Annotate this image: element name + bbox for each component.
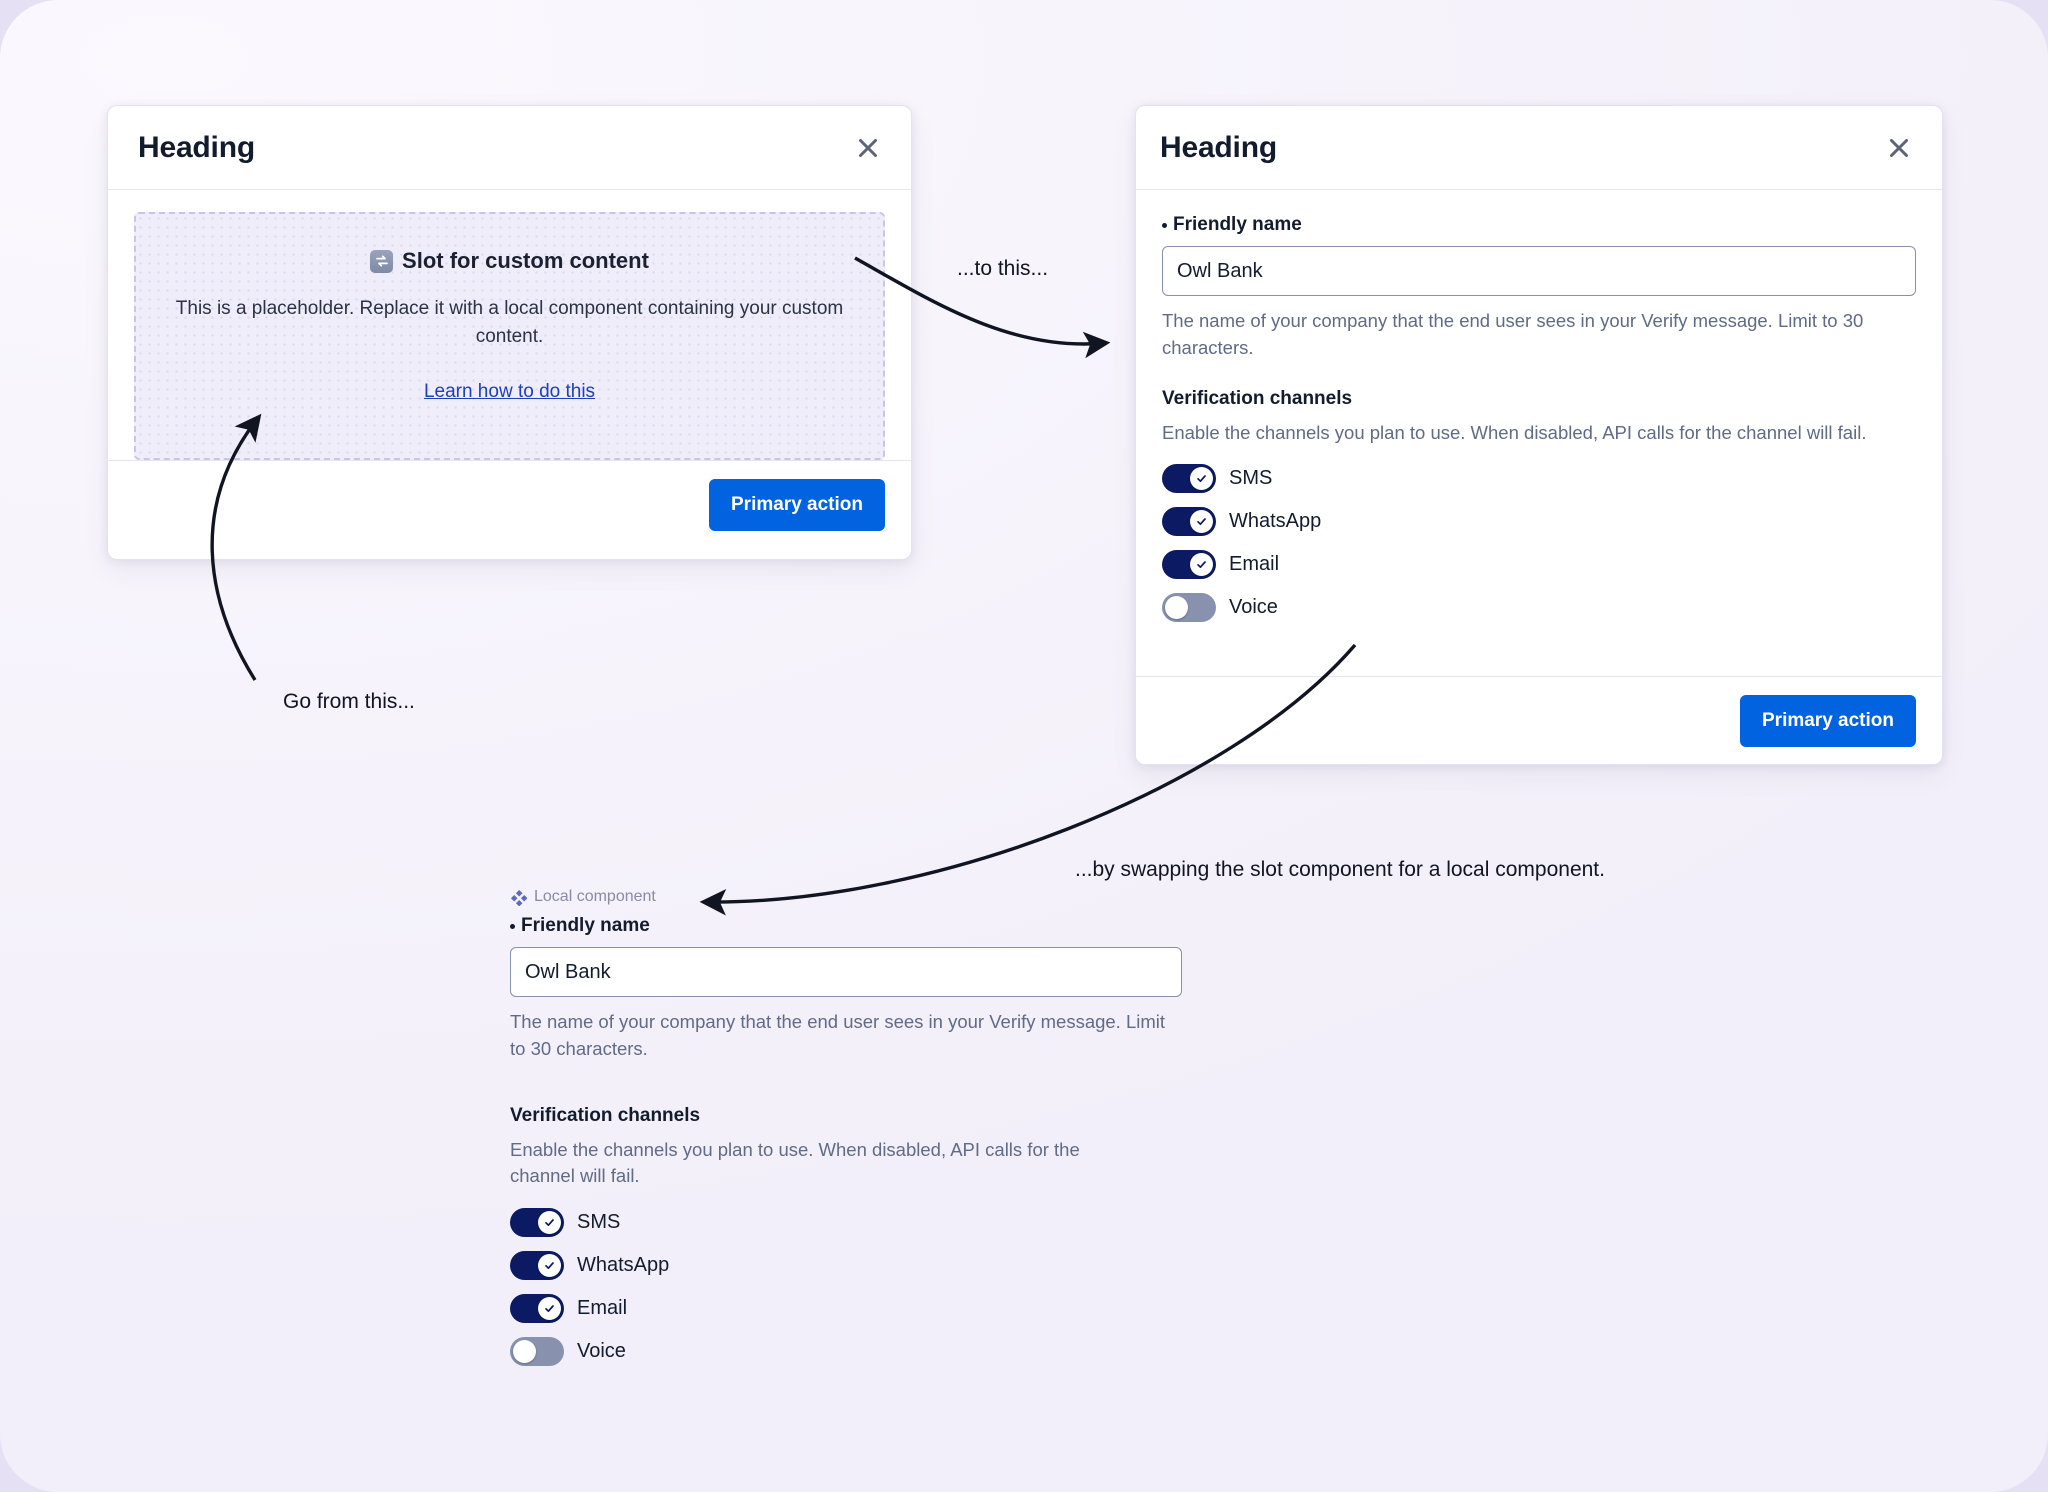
local-component-section: Local component Friendly name The name o… (510, 888, 1190, 1380)
toggle-whatsapp[interactable] (510, 1251, 564, 1281)
toggle-sms[interactable] (1162, 464, 1216, 494)
local-component-badge: Local component (510, 888, 1190, 906)
toggle-knob (538, 1254, 561, 1278)
check-icon (545, 1305, 554, 1313)
form-card-title: Heading (1160, 130, 1277, 164)
toggle-knob (538, 1211, 561, 1235)
slot-title: Slot for custom content (402, 248, 649, 273)
check-icon (1197, 561, 1206, 569)
verification-channels-title: Verification channels (1162, 387, 1353, 409)
toggle-label: Email (577, 1297, 628, 1320)
annotation-go-from-this: Go from this... (283, 690, 415, 713)
swap-component-icon (370, 249, 394, 273)
verification-channels-description: Enable the channels you plan to use. Whe… (510, 1138, 1080, 1187)
primary-action-button[interactable]: Primary action (709, 478, 885, 531)
friendly-name-label: Friendly name (1162, 214, 1916, 236)
channel-row-sms[interactable]: SMS (1162, 464, 1916, 494)
toggle-sms[interactable] (510, 1208, 564, 1238)
toggle-whatsapp[interactable] (1162, 507, 1216, 537)
friendly-name-label-text: Friendly name (1173, 214, 1302, 235)
friendly-name-label-text: Friendly name (521, 915, 650, 936)
toggle-voice[interactable] (1162, 593, 1216, 623)
annotation-to-this: ...to this... (957, 257, 1049, 280)
friendly-name-input[interactable] (1162, 246, 1916, 296)
slot-card-footer: Primary action (108, 460, 911, 548)
slot-card-title: Heading (138, 130, 255, 164)
toggle-knob (1190, 510, 1213, 534)
friendly-name-label: Friendly name (510, 915, 1190, 937)
annotation-by-swapping: ...by swapping the slot component for a … (1075, 858, 1605, 881)
toggle-knob (513, 1340, 536, 1364)
slot-card-body: Slot for custom content This is a placeh… (108, 190, 911, 460)
channel-row-whatsapp[interactable]: WhatsApp (1162, 507, 1916, 537)
component-diamond-icon (510, 889, 527, 906)
toggle-voice[interactable] (510, 1337, 564, 1367)
channel-row-sms[interactable]: SMS (510, 1208, 1190, 1238)
toggle-label: Email (1229, 553, 1280, 576)
toggle-label: WhatsApp (577, 1254, 670, 1277)
channel-row-email[interactable]: Email (1162, 550, 1916, 580)
verification-channels-title: Verification channels (510, 1104, 701, 1126)
slot-description: This is a placeholder. Replace it with a… (175, 298, 844, 348)
check-icon (1197, 518, 1206, 526)
check-icon (545, 1219, 554, 1227)
toggle-email[interactable] (1162, 550, 1216, 580)
slot-card: Heading Slot for custom content (107, 105, 912, 560)
close-icon (1886, 135, 1912, 161)
slot-card-header: Heading (108, 106, 911, 190)
toggle-knob (1190, 553, 1213, 577)
slot-placeholder-region[interactable]: Slot for custom content This is a placeh… (134, 212, 885, 460)
primary-action-button[interactable]: Primary action (1740, 694, 1916, 747)
local-component-badge-label: Local component (534, 888, 656, 905)
check-icon (545, 1262, 554, 1270)
channel-row-whatsapp[interactable]: WhatsApp (510, 1251, 1190, 1281)
form-card: Heading Friendly name The name of your c… (1135, 105, 1943, 765)
required-indicator-icon (1162, 222, 1167, 228)
toggle-email[interactable] (510, 1294, 564, 1324)
toggle-label: WhatsApp (1229, 510, 1322, 533)
slot-title-row: Slot for custom content (160, 248, 859, 274)
toggle-knob (538, 1297, 561, 1321)
friendly-name-input[interactable] (510, 947, 1182, 997)
toggle-label: SMS (577, 1211, 621, 1234)
toggle-label: Voice (1229, 596, 1278, 619)
toggle-knob (1165, 596, 1188, 620)
form-card-body: Friendly name The name of your company t… (1136, 190, 1942, 623)
toggle-label: Voice (577, 1340, 626, 1363)
channel-row-email[interactable]: Email (510, 1294, 1190, 1324)
close-icon-button[interactable] (851, 131, 885, 165)
check-icon (1197, 475, 1206, 483)
verification-channels-description: Enable the channels you plan to use. Whe… (1162, 421, 1867, 443)
close-icon (855, 135, 881, 161)
form-card-footer: Primary action (1136, 676, 1942, 764)
form-card-header: Heading (1136, 106, 1942, 190)
channel-row-voice[interactable]: Voice (510, 1337, 1190, 1367)
toggle-label: SMS (1229, 467, 1273, 490)
required-indicator-icon (510, 923, 515, 929)
learn-how-link[interactable]: Learn how to do this (423, 381, 596, 403)
friendly-name-help-text: The name of your company that the end us… (1162, 310, 1864, 358)
close-icon-button[interactable] (1882, 131, 1916, 165)
friendly-name-help-text: The name of your company that the end us… (510, 1011, 1166, 1059)
toggle-knob (1190, 467, 1213, 491)
channel-row-voice[interactable]: Voice (1162, 593, 1916, 623)
